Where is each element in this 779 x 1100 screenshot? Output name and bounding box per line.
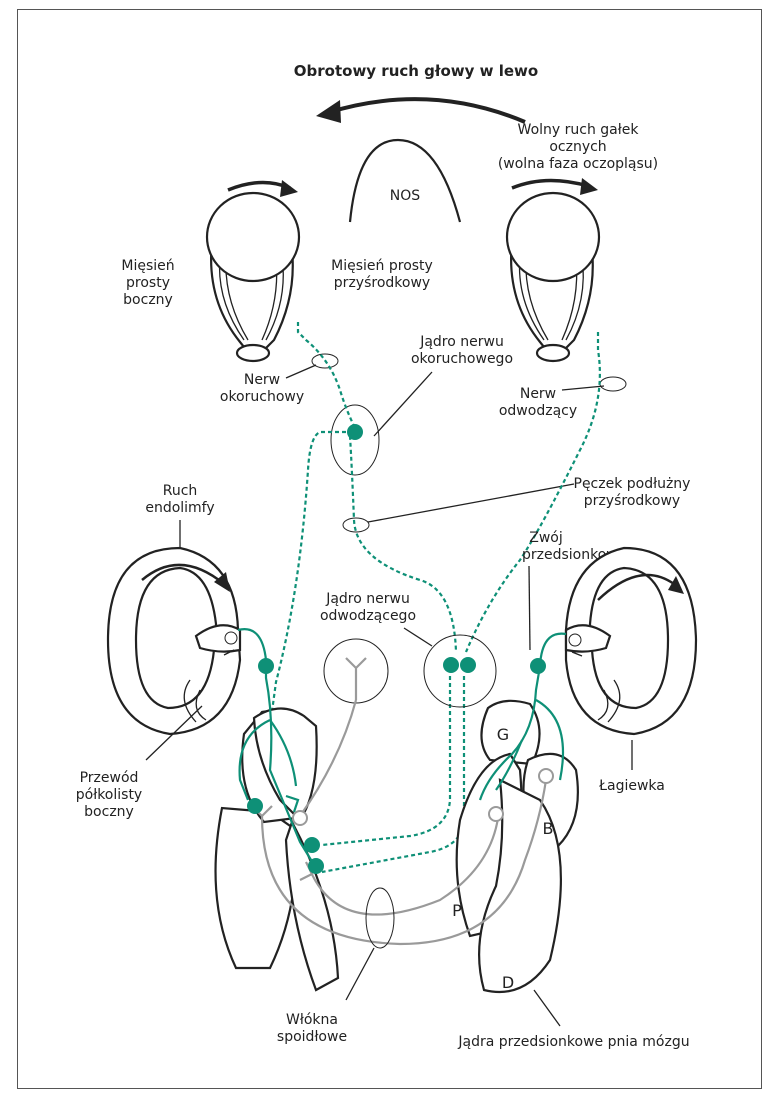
right-vestibular-ganglion-neuron bbox=[530, 658, 546, 674]
vestibular-to-abducens-path-1 bbox=[322, 676, 464, 872]
left-vestibular-ganglion-neuron bbox=[258, 658, 274, 674]
oculomotor-nerve-path bbox=[298, 322, 356, 430]
brainstem-nuclei-label: Jądra przedsionkowe pnia mózgu bbox=[457, 1034, 689, 1050]
canal-label-line2: półkolisty bbox=[76, 787, 142, 803]
vestibular-ganglion-pointer bbox=[529, 566, 530, 650]
oculomotor-neuron bbox=[347, 424, 363, 440]
lateral-rectus-label-line1: Mięsień bbox=[121, 258, 174, 274]
slow-eye-label-line1: Wolny ruch gałek bbox=[518, 122, 640, 138]
left-projection-neuron-2 bbox=[308, 858, 324, 874]
left-vestibular-nuclei bbox=[216, 708, 338, 990]
abducens-neuron-1 bbox=[443, 657, 459, 673]
right-eye-rotation-arrowhead bbox=[580, 178, 598, 195]
diagram-title: Obrotowy ruch głowy w lewo bbox=[294, 62, 538, 80]
lateral-rectus-label-line2: prosty bbox=[126, 275, 170, 291]
abducens-nerve-label-line2: odwodzący bbox=[499, 403, 577, 419]
mlf-pointer bbox=[368, 484, 574, 522]
commissural-fibers-marker bbox=[366, 888, 394, 948]
mlf-label-line1: Pęczek podłużny bbox=[574, 476, 691, 492]
medial-rectus-label-line1: Mięsień prosty bbox=[331, 258, 433, 274]
abducens-nerve-marker bbox=[600, 377, 626, 391]
commissural-fibers-pointer bbox=[346, 948, 374, 1000]
brainstem-nuclei-pointer bbox=[534, 990, 560, 1026]
canal-label-line1: Przewód bbox=[80, 770, 139, 786]
abducens-nucleus-pointer bbox=[404, 628, 432, 646]
abducens-nerve-label-line1: Nerw bbox=[520, 386, 556, 402]
abducens-nucleus-label-line2: odwodzącego bbox=[320, 608, 416, 624]
nucleus-b-label: B bbox=[543, 819, 554, 838]
head-rotation-arrowhead bbox=[316, 100, 341, 123]
nucleus-p-label: P bbox=[452, 901, 462, 920]
abducens-nucleus-circle bbox=[424, 635, 496, 707]
canal-label-line3: boczny bbox=[84, 804, 134, 820]
mlf-label-line2: przyśrodkowy bbox=[584, 493, 680, 509]
head-rotation-arrow bbox=[330, 99, 525, 122]
oculomotor-nerve-pointer bbox=[286, 365, 316, 378]
oculomotor-nerve-label-line1: Nerw bbox=[244, 372, 280, 388]
left-eye-rotation-arrowhead bbox=[280, 180, 298, 197]
slow-eye-label-line3: (wolna faza oczopląsu) bbox=[498, 156, 658, 172]
abducens-nucleus-label-line1: Jądro nerwu bbox=[325, 591, 410, 607]
oculomotor-nucleus-label-line2: okoruchowego bbox=[411, 351, 513, 367]
left-labyrinth bbox=[108, 548, 240, 734]
commissural-fibers-label-line2: spoidłowe bbox=[277, 1029, 347, 1045]
oculomotor-nucleus-pointer bbox=[374, 372, 432, 436]
inhibitory-neuron-right-2 bbox=[539, 769, 553, 783]
left-eye bbox=[207, 193, 299, 361]
inhibitory-neuron-left bbox=[293, 811, 307, 825]
abducens-nerve-pointer bbox=[562, 386, 604, 390]
left-projection-neuron-1 bbox=[304, 837, 320, 853]
nucleus-g-label: G bbox=[497, 725, 509, 744]
abducens-neuron-2 bbox=[460, 657, 476, 673]
endolymph-label-line2: endolimfy bbox=[145, 500, 214, 516]
lateral-rectus-label-line3: boczny bbox=[123, 292, 173, 308]
left-eye-rotation-arrow bbox=[228, 182, 290, 190]
medial-rectus-label-line2: przyśrodkowy bbox=[334, 275, 430, 291]
utricle-label: Łagiewka bbox=[598, 778, 665, 794]
right-eye-rotation-arrow bbox=[512, 180, 588, 188]
inhibitory-neuron-right-1 bbox=[489, 807, 503, 821]
nose-shape bbox=[350, 140, 460, 222]
left-relay-neuron bbox=[247, 798, 263, 814]
right-eye bbox=[507, 193, 599, 361]
endolymph-label-line1: Ruch bbox=[163, 483, 198, 499]
vestibular-to-abducens-path-2 bbox=[322, 676, 450, 845]
right-vestibular-nuclei bbox=[457, 701, 578, 992]
nucleus-d-label: D bbox=[502, 973, 514, 992]
oculomotor-nerve-label-line2: okoruchowy bbox=[220, 389, 304, 405]
commissural-fibers-label-line1: Włókna bbox=[286, 1012, 338, 1028]
inhibitory-terminal bbox=[346, 658, 366, 700]
vestibular-ganglion-label-line1: Zwój bbox=[529, 530, 563, 546]
right-labyrinth bbox=[566, 548, 696, 734]
nose-label: NOS bbox=[390, 188, 420, 204]
oculomotor-nucleus-label-line1: Jądro nerwu bbox=[419, 334, 504, 350]
slow-eye-label-line2: ocznych bbox=[549, 139, 606, 155]
